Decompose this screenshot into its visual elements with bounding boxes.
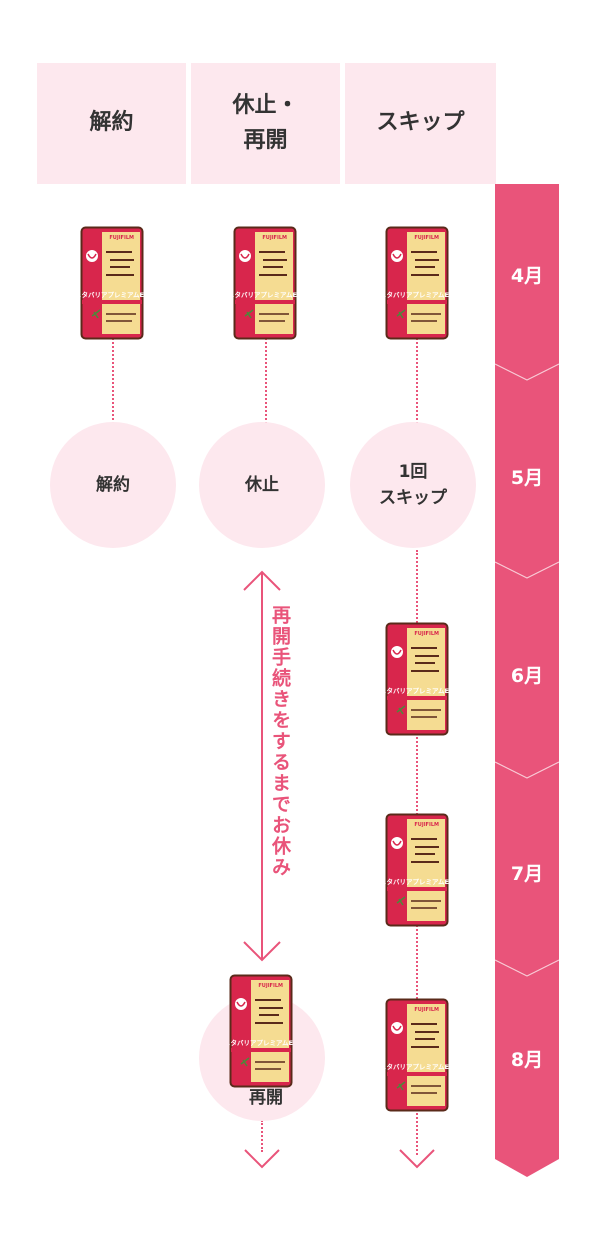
pause-connector <box>265 338 267 424</box>
svg-text:メタバリアプレミアムEX: メタバリアプレミアムEX <box>229 1038 293 1047</box>
skip-down-chevron-icon <box>399 1149 435 1169</box>
header-skip: スキップ <box>345 63 496 184</box>
cancel-connector <box>112 338 114 424</box>
pause-circle-label: 休止 <box>245 474 279 495</box>
svg-text:FUJIFILM: FUJIFILM <box>262 235 287 241</box>
svg-text:FUJIFILM: FUJIFILM <box>414 822 439 828</box>
svg-text:メタバリアプレミアムEX: メタバリアプレミアムEX <box>233 290 297 299</box>
header-skip-label: スキップ <box>376 110 465 136</box>
header-cancel-label: 解約 <box>89 110 134 136</box>
month-4: 4月 <box>510 264 544 287</box>
resume-label: 再開 <box>249 1088 283 1108</box>
cancel-circle: 解約 <box>50 422 176 548</box>
product-package: FUJIFILM メタバリアプレミアムEX <box>75 226 149 340</box>
header-resume-label: 再開 <box>243 127 288 153</box>
product-package: FUJIFILM メタバリアプレミアムEX <box>380 813 454 927</box>
svg-text:FUJIFILM: FUJIFILM <box>109 235 134 241</box>
svg-text:FUJIFILM: FUJIFILM <box>258 983 283 989</box>
month-7: 7月 <box>510 862 544 885</box>
svg-text:メタバリアプレミアムEX: メタバリアプレミアムEX <box>385 1062 449 1071</box>
svg-text:メタバリアプレミアムEX: メタバリアプレミアムEX <box>385 686 449 695</box>
svg-text:メタバリアプレミアムEX: メタバリアプレミアムEX <box>385 877 449 886</box>
header-pause-resume: 休止・ 再開 <box>191 63 340 184</box>
svg-text:メタバリアプレミアムEX: メタバリアプレミアムEX <box>385 290 449 299</box>
skip-circle-label: スキップ <box>379 488 447 508</box>
pause-circle: 休止 <box>199 422 325 548</box>
svg-text:メタバリアプレミアムEX: メタバリアプレミアムEX <box>80 290 144 299</box>
svg-text:FUJIFILM: FUJIFILM <box>414 235 439 241</box>
product-package: FUJIFILM メタバリアプレミアムEX <box>380 622 454 736</box>
header-cancel: 解約 <box>37 63 186 184</box>
skip-count-label: 1回 <box>398 461 428 482</box>
product-package: FUJIFILM メタバリアプレミアムEX <box>228 226 302 340</box>
resume-connector-bottom <box>261 1120 263 1152</box>
skip-connector-top <box>416 338 418 424</box>
skip-circle: 1回 スキップ <box>350 422 476 548</box>
resume-down-chevron-icon <box>244 1149 280 1169</box>
pause-note: 再開手続きをするまでお休み <box>269 605 291 878</box>
month-8: 8月 <box>510 1048 544 1071</box>
header-pause-label: 休止・ <box>232 93 299 119</box>
month-timeline: 4月 5月 6月 7月 8月 <box>495 184 559 1177</box>
pause-period-arrow-icon <box>243 570 281 962</box>
product-package: FUJIFILM メタバリアプレミアムEX <box>380 998 454 1112</box>
svg-text:FUJIFILM: FUJIFILM <box>414 1007 439 1013</box>
cancel-circle-label: 解約 <box>96 474 130 495</box>
month-5: 5月 <box>510 466 544 489</box>
product-package: FUJIFILM メタバリアプレミアムEX <box>380 226 454 340</box>
month-timeline-bg <box>495 184 559 1177</box>
product-package: FUJIFILM メタバリアプレミアムEX <box>224 974 298 1088</box>
month-6: 6月 <box>510 664 544 687</box>
svg-text:FUJIFILM: FUJIFILM <box>414 631 439 637</box>
